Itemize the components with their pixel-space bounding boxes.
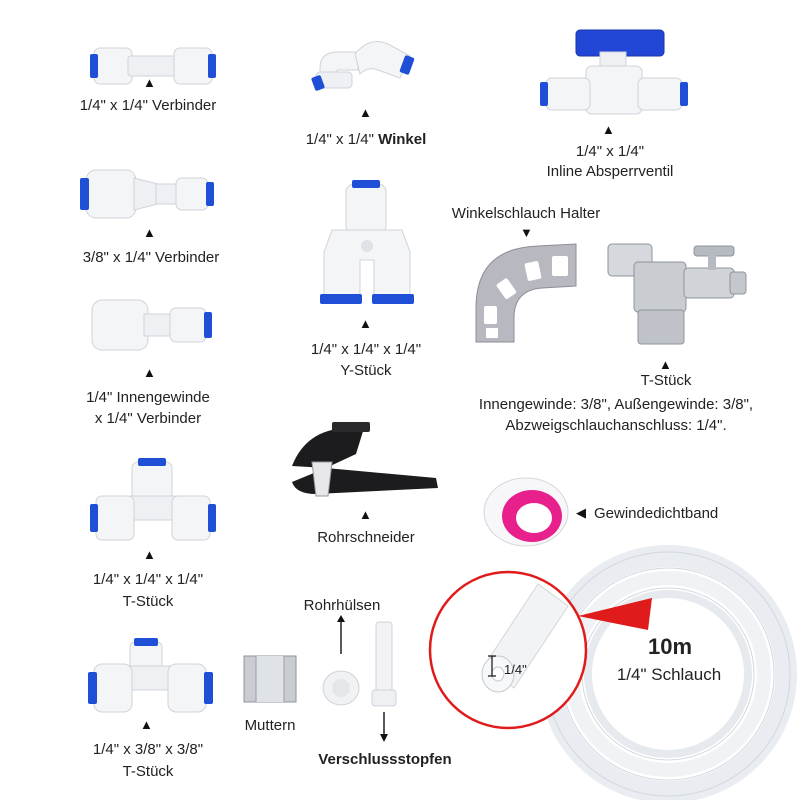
label-y-name: Y-Stück: [340, 362, 392, 379]
label-elbow: 1/4" x 1/4" Winkel: [305, 131, 427, 148]
t-piece-image: [90, 458, 216, 541]
label-straight-connector: 1/4" x 1/4" Verbinder: [79, 97, 217, 114]
insert-stiffener-image: [371, 621, 397, 707]
label-bracket: Winkelschlauch Halter: [451, 205, 601, 222]
label-t-name: T-Stück: [122, 593, 174, 610]
label-valve-size: 1/4" x 1/4": [575, 143, 645, 160]
callout-wedge-icon: [578, 598, 652, 630]
label-female-connector-l1: 1/4" Innengewinde: [86, 389, 210, 406]
arrow-down-line-icon: [380, 712, 388, 742]
thread-seal-tape-image: [483, 477, 569, 547]
label-plugs: Verschlussstopfen: [318, 751, 452, 768]
label-y-size: 1/4" x 1/4" x 1/4": [310, 341, 422, 358]
triangle-up-icon: ▲: [140, 717, 153, 732]
label-steel-t-threads: Innengewinde: 3/8", Außengewinde: 3/8",: [478, 396, 754, 413]
triangle-up-icon: ▲: [659, 357, 672, 372]
straight-connector-image: [90, 47, 216, 85]
elbow-connector-image: [311, 41, 415, 91]
hose-bracket-image: [475, 243, 577, 343]
hose-detail-circle: [428, 570, 588, 730]
pipe-cutter-image: [292, 422, 438, 497]
triangle-down-icon: ▼: [520, 225, 533, 240]
label-nuts: Muttern: [244, 717, 296, 734]
label-valve-name: Inline Absperrventil: [546, 163, 674, 180]
t-piece-reducer-image: [88, 638, 213, 713]
triangle-up-icon: ▲: [143, 547, 156, 562]
hose-spec: 1/4" Schlauch: [616, 665, 722, 684]
triangle-up-icon: ▲: [359, 507, 372, 522]
label-female-connector-l2: x 1/4" Verbinder: [94, 410, 202, 427]
hose-length: 10m: [647, 634, 693, 659]
label-steel-t-branch: Abzweigschlauchanschluss: 1/4".: [505, 417, 727, 434]
arrow-up-line-icon: [337, 615, 345, 654]
steel-t-valve-image: [607, 243, 747, 345]
triangle-left-icon: ◀: [576, 505, 586, 520]
triangle-up-icon: ▲: [143, 225, 156, 240]
triangle-up-icon: ▲: [143, 365, 156, 380]
label-seal-tape: Gewindedichtband: [594, 505, 719, 522]
label-t-size: 1/4" x 1/4" x 1/4": [92, 571, 204, 588]
y-piece-image: [320, 180, 414, 304]
label-t-reducer-name: T-Stück: [122, 763, 174, 780]
label-steel-t-name: T-Stück: [640, 372, 692, 389]
triangle-up-icon: ▲: [359, 316, 372, 331]
reducer-connector-image: [80, 169, 214, 219]
female-thread-connector-image: [91, 299, 212, 351]
triangle-up-icon: ▲: [602, 122, 615, 137]
hose-detail-size: 1/4": [504, 662, 527, 677]
label-sleeves: Rohrhülsen: [303, 597, 381, 614]
triangle-up-icon: ▲: [359, 105, 372, 120]
inline-valve-image: [540, 29, 688, 115]
triangle-up-icon: ▲: [143, 75, 156, 90]
ferrule-image: [322, 670, 360, 706]
hex-nut-image: [243, 655, 297, 703]
label-reducer: 3/8" x 1/4" Verbinder: [82, 249, 220, 266]
label-t-reducer-size: 1/4" x 3/8" x 3/8": [92, 741, 204, 758]
label-pipe-cutter: Rohrschneider: [317, 529, 415, 546]
